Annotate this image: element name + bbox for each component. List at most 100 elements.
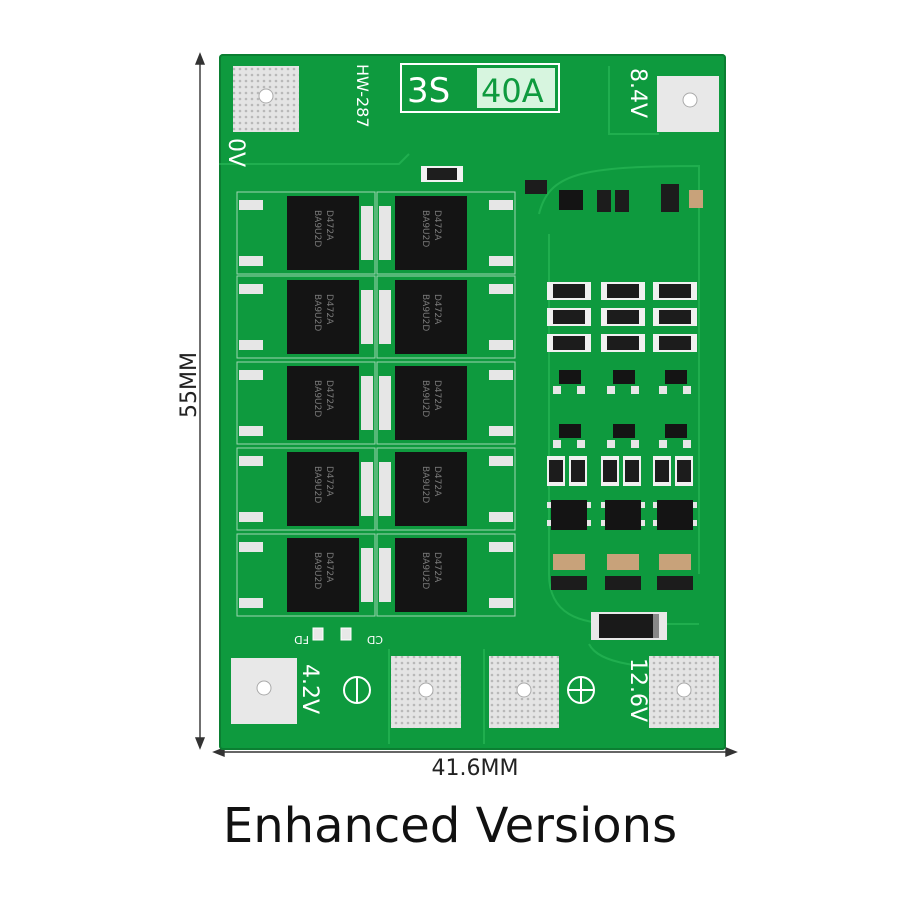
mosfet-label: D472A bbox=[432, 466, 442, 497]
ic-pin bbox=[653, 502, 657, 508]
pcb-artwork: 3S 40A HW-287 0V 8.4V 4.2V 12.6V FD CD D… bbox=[219, 63, 720, 744]
ic-pin bbox=[641, 520, 645, 526]
resistor bbox=[659, 310, 691, 324]
transistor-pin bbox=[631, 440, 639, 448]
ic-pin bbox=[641, 502, 645, 508]
voltage-4v2-label: 4.2V bbox=[297, 664, 322, 714]
minus-symbol bbox=[343, 676, 371, 704]
small-resistor bbox=[615, 190, 629, 212]
spec-current-label: 40A bbox=[481, 72, 544, 110]
resistor bbox=[607, 336, 639, 350]
mosfet-label: D472A bbox=[324, 380, 334, 411]
resistor bbox=[655, 460, 669, 482]
mounting-pad-bottom-left bbox=[231, 658, 297, 724]
resistor bbox=[677, 460, 691, 482]
mosfet-code: BA9U2D bbox=[312, 380, 322, 417]
capacitor bbox=[659, 554, 691, 570]
ic-pin bbox=[601, 520, 605, 526]
spec-cells-label: 3S bbox=[407, 71, 450, 111]
cd-led-pad bbox=[340, 627, 352, 641]
voltage-8v4-label: 8.4V bbox=[625, 68, 650, 118]
mounting-pad-bottom-right bbox=[649, 656, 719, 728]
ic-pin bbox=[587, 502, 591, 508]
resistor bbox=[625, 460, 639, 482]
ic-pin bbox=[547, 502, 551, 508]
mosfet-label: D472A bbox=[432, 552, 442, 583]
transistor-pin bbox=[659, 386, 667, 394]
resistor bbox=[603, 460, 617, 482]
mounting-pad-middle bbox=[489, 656, 559, 728]
protection-ic bbox=[657, 500, 693, 530]
mosfet-code: BA9U2D bbox=[312, 294, 322, 331]
mosfet-code: BA9U2D bbox=[420, 380, 430, 417]
transistor-pin bbox=[631, 386, 639, 394]
mosfet-label: D472A bbox=[324, 210, 334, 241]
resistor bbox=[553, 284, 585, 298]
resistor bbox=[605, 576, 641, 590]
transistor-pin bbox=[577, 386, 585, 394]
small-transistor bbox=[559, 190, 583, 210]
resistor bbox=[551, 576, 587, 590]
fd-led-pad bbox=[312, 627, 324, 641]
mosfet-code: BA9U2D bbox=[312, 210, 322, 247]
mosfet-code: BA9U2D bbox=[420, 294, 430, 331]
mosfet-code: BA9U2D bbox=[312, 552, 322, 589]
resistor bbox=[607, 284, 639, 298]
transistor-pin bbox=[659, 440, 667, 448]
capacitor bbox=[553, 554, 585, 570]
current-rating-highlight bbox=[477, 68, 555, 108]
resistor bbox=[549, 460, 563, 482]
protection-ic-area bbox=[525, 180, 703, 590]
small-capacitor bbox=[689, 190, 703, 208]
resistor bbox=[607, 310, 639, 324]
resistor bbox=[657, 576, 693, 590]
resistor bbox=[553, 310, 585, 324]
protection-ic bbox=[551, 500, 587, 530]
mosfet-label: D472A bbox=[324, 552, 334, 583]
plus-symbol bbox=[567, 676, 595, 704]
resistor bbox=[659, 284, 691, 298]
mosfet-code: BA9U2D bbox=[420, 210, 430, 247]
mounting-pad-minus bbox=[391, 656, 461, 728]
mosfet-code: BA9U2D bbox=[420, 466, 430, 503]
mosfet-label: D472A bbox=[324, 294, 334, 325]
model-label: HW-287 bbox=[353, 64, 372, 128]
transistor bbox=[559, 370, 581, 384]
transistor-pin bbox=[607, 440, 615, 448]
transistor-pin bbox=[683, 440, 691, 448]
ic-pin bbox=[547, 520, 551, 526]
fd-label: FD bbox=[294, 633, 309, 646]
transistor bbox=[613, 424, 635, 438]
resistor bbox=[659, 336, 691, 350]
protection-ic bbox=[605, 500, 641, 530]
small-resistor bbox=[597, 190, 611, 212]
capacitor bbox=[607, 554, 639, 570]
mosfet-label: D472A bbox=[324, 466, 334, 497]
resistor bbox=[571, 460, 585, 482]
transistor bbox=[665, 370, 687, 384]
mosfet-label: D472A bbox=[432, 210, 442, 241]
caption-title: Enhanced Versions bbox=[222, 798, 678, 854]
small-resistor bbox=[525, 180, 547, 194]
transistor-pin bbox=[683, 386, 691, 394]
ic-pin bbox=[693, 502, 697, 508]
voltage-12v6-label: 12.6V bbox=[625, 658, 650, 722]
small-resistor bbox=[661, 184, 679, 212]
mosfet-label: D472A bbox=[432, 380, 442, 411]
mounting-pad-top-right bbox=[657, 76, 719, 132]
transistor-pin bbox=[607, 386, 615, 394]
width-dimension-label: 41.6MM bbox=[431, 756, 519, 781]
ic-pin bbox=[587, 520, 591, 526]
transistor-pin bbox=[553, 440, 561, 448]
mosfet-label: D472A bbox=[432, 294, 442, 325]
